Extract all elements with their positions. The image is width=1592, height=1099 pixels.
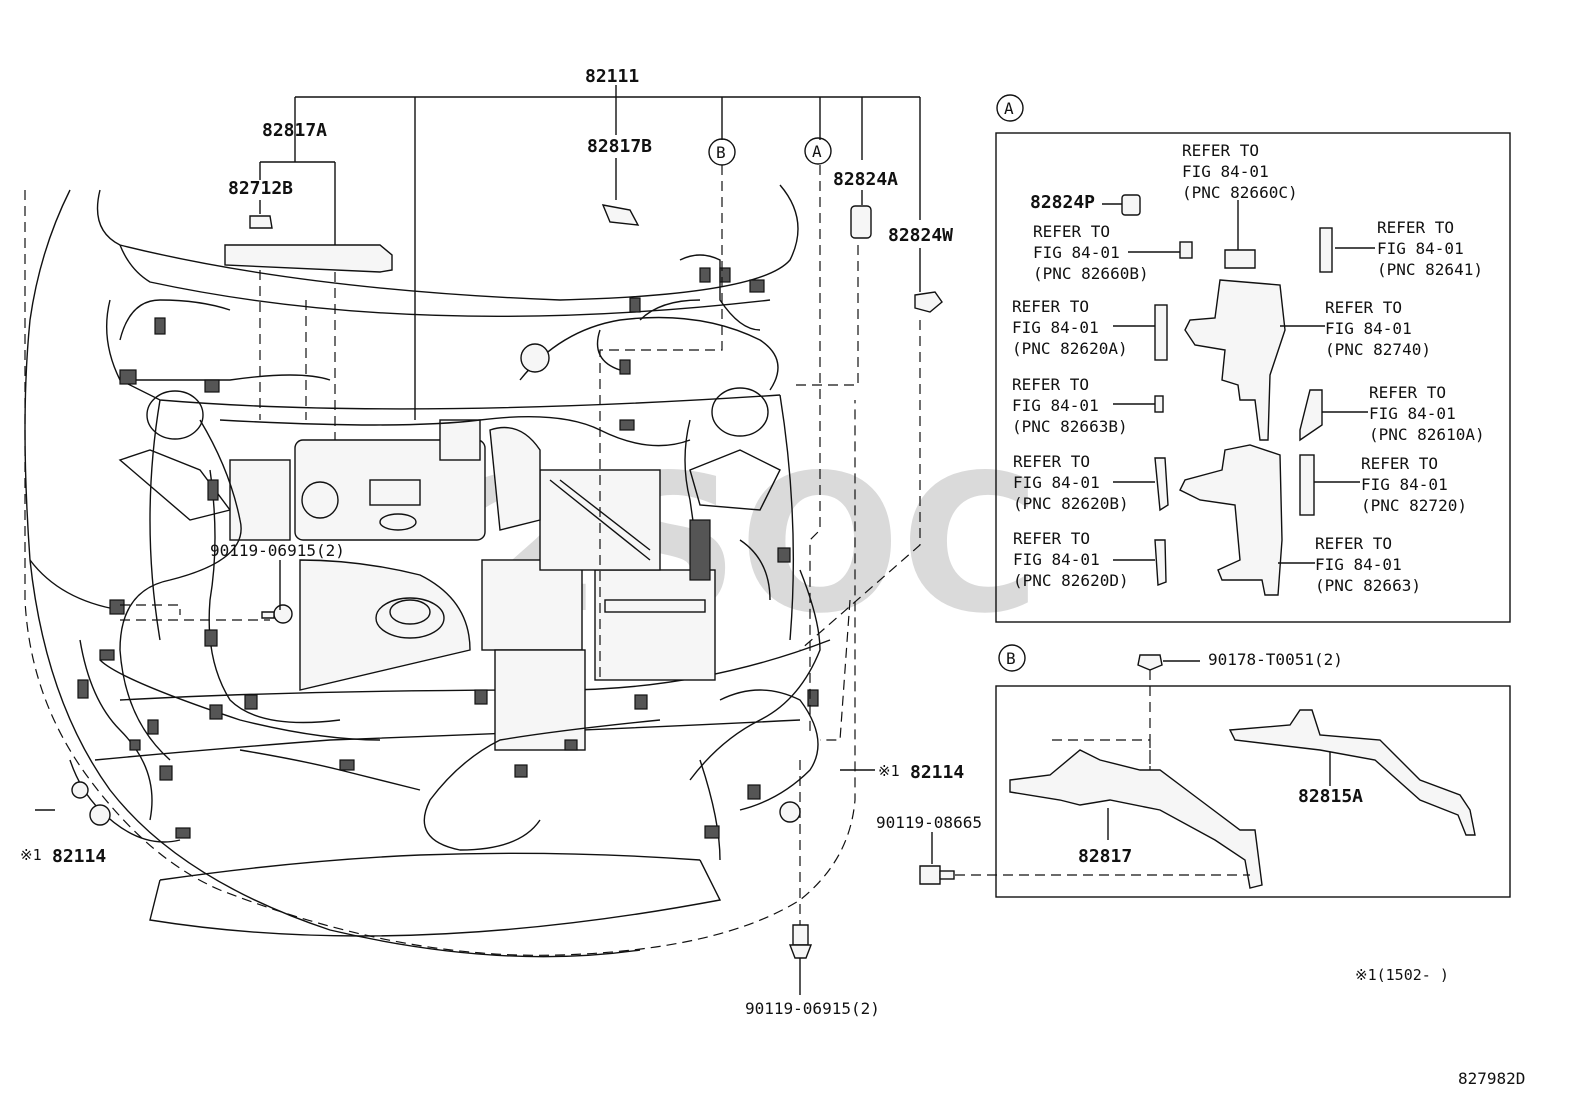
- refer-82740-line3: (PNC 82740): [1325, 340, 1431, 359]
- headlight-right: [689, 387, 781, 511]
- refer-82620D-line3: (PNC 82620D): [1013, 571, 1129, 590]
- callout-a-label: A: [812, 142, 822, 161]
- part-82817B-shape: [601, 204, 640, 226]
- refer-82660B-line1: REFER TO: [1033, 222, 1110, 241]
- part-82824W-shape: [914, 291, 943, 313]
- refer-82660B-line3: (PNC 82660B): [1033, 264, 1149, 283]
- callout-b-circle: [708, 138, 736, 166]
- refer-82620A: REFER TO FIG 84-01 (PNC 82620A): [1012, 297, 1128, 358]
- refer-82610A-line3: (PNC 82610A): [1369, 425, 1485, 444]
- label-bolt-bottom: 90119-06915(2): [745, 999, 880, 1018]
- panel-a-label: A: [1004, 99, 1014, 118]
- part-82817A-shape: [224, 215, 393, 273]
- refer-82610A-line2: FIG 84-01: [1369, 404, 1456, 423]
- panel-b-parts: [955, 654, 1476, 889]
- label-82824A: 82824A: [833, 169, 898, 190]
- refer-82620D: REFER TO FIG 84-01 (PNC 82620D): [1013, 529, 1129, 590]
- refer-82620D-line1: REFER TO: [1013, 529, 1090, 548]
- refer-82641-line1: REFER TO: [1377, 218, 1454, 237]
- label-bolt-left: 90119-06915(2): [210, 541, 345, 560]
- refer-82620B-line3: (PNC 82620B): [1013, 494, 1129, 513]
- refer-82663-line1: REFER TO: [1315, 534, 1392, 553]
- part-82824A-shape: [850, 205, 872, 239]
- refer-82610A-line1: REFER TO: [1369, 383, 1446, 402]
- label-90178-T0051: 90178-T0051(2): [1208, 650, 1343, 669]
- label-82817B: 82817B: [587, 136, 652, 157]
- bolt-08665-shape: [919, 832, 955, 885]
- label-82817A: 82817A: [262, 120, 327, 141]
- refer-82720-line2: FIG 84-01: [1361, 475, 1448, 494]
- note-mark-left: ※1: [20, 846, 42, 864]
- bolt-leaders: [35, 560, 875, 995]
- refer-82660C-line3: (PNC 82660C): [1182, 183, 1298, 202]
- refer-82620B-line1: REFER TO: [1013, 452, 1090, 471]
- panel-a-frame: [995, 132, 1511, 623]
- panel-b-label: B: [1006, 649, 1016, 668]
- callout-a-circle: [804, 137, 832, 165]
- refer-82740-line2: FIG 84-01: [1325, 319, 1412, 338]
- refer-82663B: REFER TO FIG 84-01 (PNC 82663B): [1012, 375, 1128, 436]
- refer-82641-line2: FIG 84-01: [1377, 239, 1464, 258]
- label-82114-left: 82114: [52, 846, 106, 867]
- refer-82660C-line2: FIG 84-01: [1182, 162, 1269, 181]
- label-82712B: 82712B: [228, 178, 293, 199]
- refer-82720-line1: REFER TO: [1361, 454, 1438, 473]
- refer-82620D-line2: FIG 84-01: [1013, 550, 1100, 569]
- refer-82610A: REFER TO FIG 84-01 (PNC 82610A): [1369, 383, 1485, 444]
- refer-82620A-line1: REFER TO: [1012, 297, 1089, 316]
- refer-82660C: REFER TO FIG 84-01 (PNC 82660C): [1182, 141, 1298, 202]
- callout-b-label: B: [716, 143, 726, 162]
- vehicle-outline: [24, 184, 856, 958]
- wire-harness: [69, 254, 821, 861]
- panel-a-circle: [996, 94, 1024, 122]
- label-82817: 82817: [1078, 846, 1132, 867]
- panel-b-frame: [995, 685, 1511, 898]
- refer-82660C-line1: REFER TO: [1182, 141, 1259, 160]
- label-82111: 82111: [585, 66, 639, 87]
- label-82815A: 82815A: [1298, 786, 1363, 807]
- label-82824W: 82824W: [888, 225, 953, 246]
- refer-82641-line3: (PNC 82641): [1377, 260, 1483, 279]
- refer-82663-line2: FIG 84-01: [1315, 555, 1402, 574]
- refer-82663-line3: (PNC 82663): [1315, 576, 1421, 595]
- leader-lines-82111: [120, 85, 921, 741]
- label-90119-08665: 90119-08665: [876, 813, 982, 832]
- figure-id: 827982D: [1458, 1069, 1525, 1088]
- refer-82620A-line2: FIG 84-01: [1012, 318, 1099, 337]
- panel-a-leaders: [1102, 200, 1375, 564]
- refer-82660B: REFER TO FIG 84-01 (PNC 82660B): [1033, 222, 1149, 283]
- refer-82720-line3: (PNC 82720): [1361, 496, 1467, 515]
- label-82114-right: 82114: [910, 762, 964, 783]
- panel-b-circle: [998, 644, 1026, 672]
- refer-82740-line1: REFER TO: [1325, 298, 1402, 317]
- refer-82720: REFER TO FIG 84-01 (PNC 82720): [1361, 454, 1467, 515]
- refer-82663B-line2: FIG 84-01: [1012, 396, 1099, 415]
- refer-82620A-line3: (PNC 82620A): [1012, 339, 1128, 358]
- refer-82641: REFER TO FIG 84-01 (PNC 82641): [1377, 218, 1483, 279]
- refer-82660B-line2: FIG 84-01: [1033, 243, 1120, 262]
- refer-82663B-line3: (PNC 82663B): [1012, 417, 1128, 436]
- engine-block: [229, 419, 716, 751]
- footnote: ※1(1502- ): [1355, 966, 1449, 984]
- panel-a-parts: [1121, 194, 1333, 596]
- refer-82740: REFER TO FIG 84-01 (PNC 82740): [1325, 298, 1431, 359]
- label-82824P: 82824P: [1030, 192, 1095, 213]
- refer-82663: REFER TO FIG 84-01 (PNC 82663): [1315, 534, 1421, 595]
- refer-82620B: REFER TO FIG 84-01 (PNC 82620B): [1013, 452, 1129, 513]
- refer-82663B-line1: REFER TO: [1012, 375, 1089, 394]
- note-mark-right: ※1: [878, 762, 900, 780]
- refer-82620B-line2: FIG 84-01: [1013, 473, 1100, 492]
